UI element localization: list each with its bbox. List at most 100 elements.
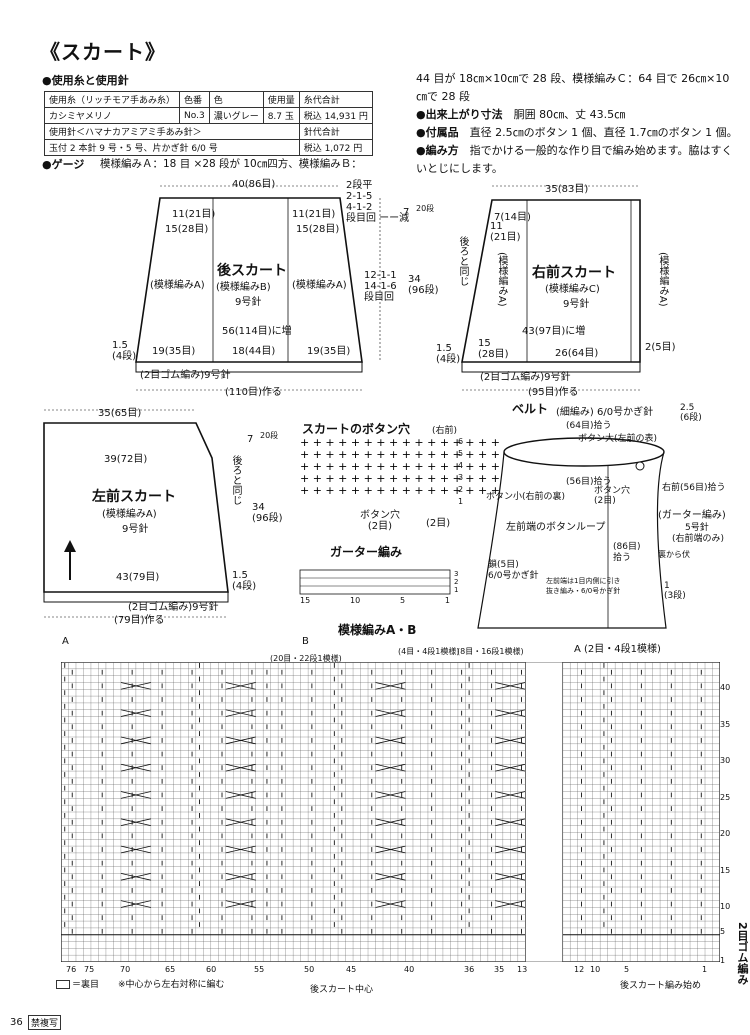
rf-cast-on: (95目)作る <box>528 387 579 398</box>
purl-legend-box <box>56 980 70 989</box>
rf-top1: 7(14目) <box>494 212 531 223</box>
garter-title: ガーター編み <box>330 545 403 559</box>
lf-height: 34 (96段) <box>252 502 283 524</box>
svg-text:+ + + + + + + + + + + + + +: + + + + + + + + + + + + + + + + <box>300 484 500 497</box>
info-block: 44 目が 18㎝×10㎝で 28 段、模様編みＣ：64 目で 26㎝×10 ㎝… <box>416 70 746 178</box>
back-top-right: 11(21目) <box>292 209 336 220</box>
back-top-width: 40(86目) <box>232 179 276 190</box>
belt-garter: (ガーター編み) <box>658 510 726 521</box>
table-row: 使用糸（リッチモア手あみ糸） 色番 色 使用量 糸代合計 <box>43 91 373 108</box>
chart-repeat-4: (4目・4段1模様) <box>398 647 460 656</box>
row-number: 5 <box>458 449 464 458</box>
table-row: カシミヤメリノ No.3 濃いグレー 8.7 玉 税込 14,931 円 <box>43 107 373 124</box>
belt-loop-title: 左前端のボタンループ <box>506 522 606 533</box>
back-needle: 9号針 <box>235 297 262 308</box>
chart-label-a-right: A (2目・4段1模様) <box>574 644 661 655</box>
rf-height-top-rows: 20段 <box>416 204 435 213</box>
table-cell: 色 <box>208 91 264 108</box>
lf-cast-on: (79目)作る <box>114 615 165 626</box>
buttonhole-row-numbers: 6 5 4 3 2 1 <box>458 436 463 508</box>
col-number: 10 <box>350 596 361 605</box>
col-number: 10 <box>590 965 601 974</box>
back-decrease: 2段平 2-1-5 4-1-2 段目回 ーー減 <box>346 180 410 224</box>
buttonhole-title: スカートのボタン穴 <box>302 422 411 436</box>
col-number: 35 <box>494 965 505 974</box>
chart-rib-vertical: 2目ゴム編み <box>736 922 749 985</box>
rf-height-top: 7 <box>403 207 410 218</box>
garter-row-numbers: 3 2 1 <box>454 570 458 594</box>
chart-col-numbers: 76 75 70 65 60 55 50 45 40 36 35 13 12 1… <box>0 965 750 977</box>
rf-pattern-right: (模様編みA) <box>657 252 668 307</box>
lf-height-top: 7 <box>247 434 254 445</box>
size-label: ●出来上がり寸法 <box>416 108 503 121</box>
belt-pick2: (56目)拾う <box>566 477 612 487</box>
back-increase: 56(114目)に増 <box>222 326 292 337</box>
back-side: 12-1-1 14-1-6 段目回 <box>364 270 397 303</box>
belt-garter-needle: 5号針 <box>685 523 709 533</box>
col-number: 50 <box>304 965 315 974</box>
chart-center: 後スカート中心 <box>310 985 374 995</box>
chart-start: 後スカート編み始め <box>620 981 702 991</box>
row-number: 3 <box>458 473 464 482</box>
lf-title: 左前スカート <box>92 489 176 505</box>
belt-width: 2.5 (6段) <box>680 403 702 423</box>
belt-garter-sub: (右前端のみ) <box>672 534 725 544</box>
chart-repeat-8: (8目・16段1模様) <box>457 647 524 656</box>
lf-bottom: 43(79目) <box>116 572 160 583</box>
chart-label-b: B <box>302 636 309 647</box>
rf-needle: 9号針 <box>563 299 590 310</box>
table-cell: 濃いグレー <box>208 107 264 124</box>
belt-title: ベルト <box>512 402 549 416</box>
page-number: 36 <box>10 1017 23 1028</box>
row-number: 1 <box>458 497 464 506</box>
lf-pattern: (模様編みA) <box>102 509 157 520</box>
back-pattern-a-right: (模様編みA) <box>292 280 347 291</box>
rf-top-width: 35(83目) <box>545 184 589 195</box>
notions-text: 直径 2.5㎝のボタン 1 個、直径 1.7㎝のボタン 1 個。 <box>469 126 738 139</box>
belt-right-pick: 右前(56目)拾う <box>662 483 726 493</box>
rf-increase: 43(97目)に増 <box>522 326 586 337</box>
col-number: 75 <box>84 965 95 974</box>
table-cell: 使用量 <box>262 91 300 108</box>
lf-upper: 39(72目) <box>104 454 148 465</box>
back-title: 後スカート <box>217 263 287 279</box>
copy-stamp: 禁複写 <box>28 1015 62 1030</box>
method-label: ●編み方 <box>416 144 459 157</box>
back-bottom-mid: 18(44目) <box>232 346 276 357</box>
belt-note: 左前端は1目内側に引き 抜き編み・6/0号かぎ針 <box>546 577 621 595</box>
buttonhole-2: (2目) <box>426 518 451 529</box>
row-number: 20 <box>720 829 731 838</box>
row-number: 30 <box>720 756 731 765</box>
gauge-text: 模様編みＡ：18 目 ×28 段が 10㎝四方、模様編みＢ： <box>100 158 362 170</box>
col-number: 60 <box>206 965 217 974</box>
col-number: 15 <box>300 596 311 605</box>
method-text: 指でかける一般的な作り目で編み始めます。脇はすく <box>469 144 733 157</box>
col-number: 5 <box>400 596 406 605</box>
col-number: 55 <box>254 965 265 974</box>
pattern-chart-grid <box>61 662 720 962</box>
yarn-heading: ●使用糸と使用針 <box>42 74 129 87</box>
col-number: 1 <box>702 965 708 974</box>
page-title: 《スカート》 <box>40 40 166 64</box>
table-cell: 税込 1,072 円 <box>298 139 373 156</box>
col-number: 65 <box>165 965 176 974</box>
row-number: 1 <box>720 956 726 965</box>
belt-pick1: (64目)拾う <box>566 421 612 431</box>
rf-pattern: (模様編みC) <box>545 284 600 295</box>
back-top-left: 11(21目) <box>172 209 216 220</box>
size-text: 胴囲 80㎝、丈 43.5㎝ <box>513 108 626 121</box>
rf-title: 右前スカート <box>532 265 616 281</box>
col-number: 36 <box>464 965 475 974</box>
notions-line: ●付属品 直径 2.5㎝のボタン 1 個、直径 1.7㎝のボタン 1 個。 <box>416 124 746 142</box>
back-upper-right: 15(28目) <box>296 224 340 235</box>
table-cell: 糸代合計 <box>298 91 373 108</box>
size-line: ●出来上がり寸法 胴囲 80㎝、丈 43.5㎝ <box>416 106 746 124</box>
table-row: 玉付 2 本針 9 号・5 号、片かぎ針 6/0 号 税込 1,072 円 <box>44 139 373 156</box>
chart-repeat-20: (20目・22段1模様) <box>270 654 342 663</box>
col-number: 13 <box>517 965 528 974</box>
belt-pick3: (86目) 拾う <box>613 542 641 563</box>
col-number: 12 <box>574 965 585 974</box>
back-pattern-b: (模様編みB) <box>216 282 271 293</box>
svg-text:+ + + + + + + + + + + + + +: + + + + + + + + + + + + + + + + <box>300 472 500 485</box>
lf-rib: (2目ゴム編み)9号針 <box>128 602 219 613</box>
